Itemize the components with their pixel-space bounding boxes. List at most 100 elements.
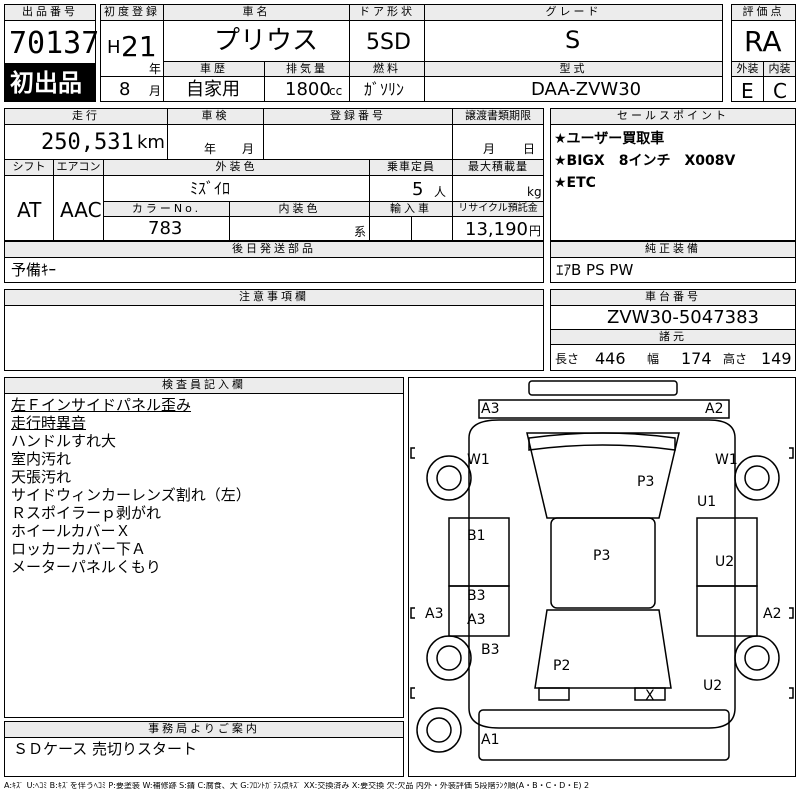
color-cell: ﾐｽﾞｲﾛ [103, 175, 370, 202]
history-cell: 自家用 [163, 76, 265, 102]
transfer-header: 譲渡書類期限 [452, 108, 544, 125]
inspector-note: 天張汚れ [11, 468, 72, 486]
mark-u2-rear: U2 [703, 678, 722, 694]
int-grade-header: 内装 [763, 61, 796, 77]
later-parts-cell: 予備ｷｰ [4, 257, 544, 283]
int-color-cell: 系 [229, 216, 370, 241]
lot-number-header: 出品番号 [4, 4, 96, 21]
era: H [107, 37, 121, 58]
office-note: ＳＤケース 売切りスタート [13, 740, 198, 758]
capacity-unit: 人 [434, 185, 447, 199]
sales-points-header: セールスポイント [550, 108, 796, 125]
equipment-header: 純正装備 [550, 241, 796, 258]
inspector-note: ハンドルすれ大 [11, 432, 117, 450]
car-name-header: 車名 [163, 4, 350, 21]
mileage: 250,531 [41, 130, 134, 155]
inspector-note: メーターパネルくもり [11, 558, 161, 576]
equipment: ｴｱB PS PW [556, 261, 634, 279]
int-grade: C [773, 79, 787, 103]
import-cell-2 [411, 216, 453, 241]
int-grade-cell: C [763, 76, 796, 102]
mark-a2-right: A2 [763, 606, 781, 622]
first-listing-text: 初出品 [10, 69, 82, 97]
recycle-amount: 13,190 [465, 219, 528, 240]
model-cell: DAA-ZVW30 [424, 76, 723, 102]
transfer-cell: 月 日 [452, 124, 544, 160]
caution-box [4, 305, 544, 371]
displacement: 1800 [285, 79, 331, 100]
ac: AAC [60, 198, 102, 222]
inspector-note: ホイールカバーＸ [11, 522, 131, 540]
height: 149 [761, 349, 792, 368]
history-header: 車歴 [163, 61, 265, 77]
color: ﾐｽﾞｲﾛ [190, 179, 231, 198]
ext-grade-header: 外装 [731, 61, 764, 77]
color-no: 783 [148, 218, 183, 239]
reg-month-cell: 8 月 [100, 76, 164, 102]
legend: A:ｷｽﾞ U:ﾍｺﾐ B:ｷｽﾞを伴うﾍｺﾐ P:要塗装 W:補修跡 S:錆 … [4, 782, 590, 790]
chassis-cell: ZVW30-5047383 [550, 305, 796, 330]
inspector-box: 左Ｆインサイドパネル歪み 走行時異音 ハンドルすれ大 室内汚れ 天張汚れ サイド… [4, 393, 404, 718]
mark-w1-left: W1 [467, 452, 490, 468]
mark-p3-hood: P3 [637, 474, 654, 490]
mark-a1: A1 [481, 732, 499, 748]
history: 自家用 [186, 79, 240, 100]
mark-p3-roof: P3 [593, 548, 610, 564]
year-unit: 年 [149, 62, 162, 76]
ac-cell: AAC [53, 175, 104, 241]
model-header: 型式 [424, 61, 723, 77]
mark-a3-b: A3 [467, 612, 485, 628]
capacity: 5 [412, 179, 424, 200]
sales-point-2: ★BIGX 8インチ X008V [554, 153, 736, 169]
plate-header: 登録番号 [263, 108, 453, 125]
door-cell: 5SD [349, 20, 425, 62]
load-unit: kg [527, 185, 542, 199]
car-name: プリウス [214, 26, 319, 56]
car-name-cell: プリウス [163, 20, 350, 62]
ac-header: エアコン [53, 159, 104, 176]
dims-cell: 長さ 446 幅 174 高さ 149 [550, 344, 796, 371]
inspector-header: 検査員記入欄 [4, 377, 404, 394]
door-type: 5SD [366, 30, 411, 55]
chassis-header: 車台番号 [550, 289, 796, 306]
later-parts-header: 後日発送部品 [4, 241, 544, 258]
model: DAA-ZVW30 [531, 79, 642, 100]
length: 446 [595, 349, 626, 368]
lot-number-box: 70137 [4, 20, 100, 64]
mark-a3-top: A3 [481, 401, 499, 417]
shift-cell: AT [4, 175, 54, 241]
inspection-month-unit: 月 [242, 142, 255, 156]
inspection-header: 車検 [167, 108, 264, 125]
color-no-header: カラーNo. [103, 201, 230, 217]
chassis-number: ZVW30-5047383 [607, 307, 760, 328]
mark-b1: B1 [467, 528, 486, 544]
lot-number: 70137 [9, 26, 100, 61]
recycle-header: リサイクル預託金 [452, 201, 544, 217]
inspector-note: 走行時異音 [11, 414, 87, 432]
mark-b3-b: B3 [481, 642, 500, 658]
grade-cell: S [424, 20, 723, 62]
mark-u1: U1 [697, 494, 716, 510]
recycle-unit: 円 [529, 224, 542, 238]
reg-year-cell: H 21 年 [100, 20, 164, 77]
later-parts: 予備ｷｰ [11, 261, 57, 279]
load-cell: kg [452, 175, 544, 202]
import-cell-1 [369, 216, 412, 241]
mark-u2-right: U2 [715, 554, 734, 570]
reg-year: 21 [121, 30, 157, 63]
score: RA [744, 25, 782, 58]
height-label: 高さ [723, 352, 748, 366]
grade-header: グレード [424, 4, 723, 21]
mark-a2-top: A2 [705, 401, 723, 417]
door-header: ドア形状 [349, 4, 425, 21]
mark-a3-left: A3 [425, 606, 443, 622]
month-unit: 月 [149, 84, 162, 98]
mark-x: X [645, 688, 655, 704]
score-cell: RA [731, 20, 796, 62]
inspector-note: ロッカーカバー下Ａ [11, 540, 147, 558]
caution-header: 注意事項欄 [4, 289, 544, 306]
damage-diagram: A3 A2 W1 W1 P3 U1 B1 P3 U2 B3 A3 A3 A2 B… [408, 377, 796, 777]
shift: AT [17, 198, 42, 222]
ext-grade: E [741, 79, 754, 103]
dims-header: 諸元 [550, 329, 796, 345]
